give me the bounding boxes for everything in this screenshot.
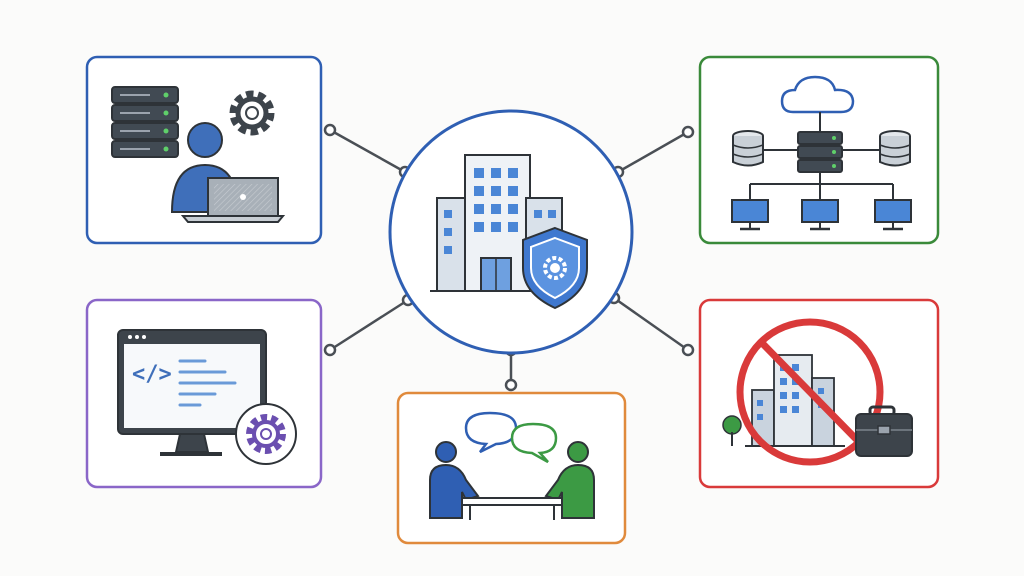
monitor-icon xyxy=(801,199,839,231)
database-icon xyxy=(879,130,911,167)
connector-server-admin xyxy=(329,128,406,174)
connector-dot xyxy=(504,378,518,392)
person-icon xyxy=(429,441,480,519)
prohibited-sign-icon xyxy=(736,318,884,466)
monitor-icon xyxy=(874,199,912,231)
node-software-development: </> xyxy=(85,298,323,489)
connector-software-development xyxy=(329,298,409,352)
network-lines xyxy=(749,112,894,200)
connector-dot xyxy=(681,125,695,139)
security-shield-gear-icon xyxy=(522,226,588,310)
connector-dot xyxy=(323,123,337,137)
connectors xyxy=(329,128,689,385)
speech-bubble-icon xyxy=(510,422,558,464)
connector-cloud-network xyxy=(617,130,689,174)
node-client-meeting xyxy=(396,391,627,545)
gear-icon xyxy=(229,90,275,136)
node-frame xyxy=(396,391,627,545)
speech-bubble-icon xyxy=(464,411,518,454)
briefcase-icon xyxy=(855,405,913,457)
person-icon xyxy=(170,122,240,213)
monitor-icon xyxy=(731,199,769,231)
tree-icon xyxy=(722,415,742,446)
server-rack-icon xyxy=(111,86,179,158)
connector-dot xyxy=(681,343,695,357)
node-server-admin xyxy=(85,55,323,245)
connector-no-office-business xyxy=(613,296,689,352)
database-icon xyxy=(732,130,764,167)
person-icon xyxy=(544,441,595,519)
laptop-icon xyxy=(180,177,286,223)
cloud-icon xyxy=(780,75,855,114)
node-cloud-network xyxy=(698,55,940,245)
monitor-code-icon: </> xyxy=(117,329,267,456)
table-icon xyxy=(461,497,563,520)
code-tag-glyph: </> xyxy=(132,362,172,387)
gear-icon xyxy=(235,403,297,465)
server-icon xyxy=(797,131,843,173)
connector-dot xyxy=(323,343,337,357)
hub-node xyxy=(388,109,634,355)
node-no-office-business xyxy=(698,298,940,489)
